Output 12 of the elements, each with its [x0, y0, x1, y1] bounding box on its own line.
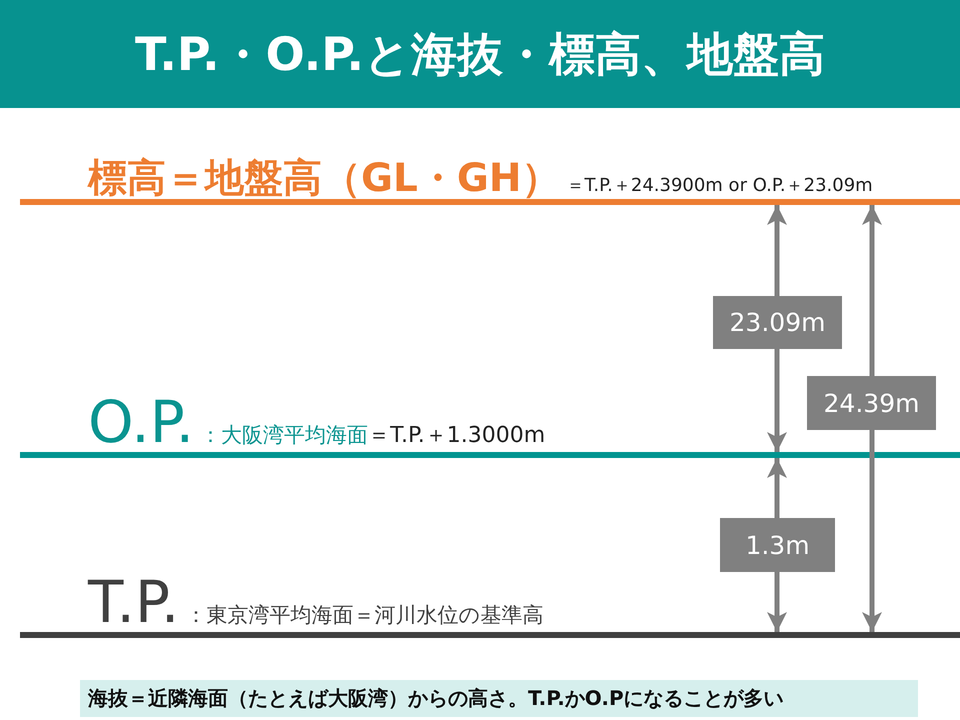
level-name: O.P. — [88, 393, 194, 451]
note-banner: 海抜＝近隣海面（たとえば大阪湾）からの高さ。T.P.かO.Pになることが多い — [80, 680, 918, 717]
level-name: T.P. — [88, 573, 180, 631]
title: T.P.・O.P.と海抜・標高、地盤高 — [135, 28, 825, 80]
level-definition: ：東京湾平均海面＝河川水位の基準高 — [185, 605, 544, 626]
level-name: 標高＝地盤高（GL・GH） — [88, 159, 561, 198]
level-definition: ：大阪湾平均海面 — [200, 425, 368, 446]
dimension-label: 24.39m — [807, 376, 936, 430]
dimension-label: 23.09m — [713, 296, 842, 349]
level-formula: ＝T.P.＋1.3000m — [368, 425, 546, 447]
dimension-label: 1.3m — [720, 518, 835, 572]
level-formula: ＝T.P.＋24.3900m or O.P.＋23.09m — [566, 177, 873, 195]
